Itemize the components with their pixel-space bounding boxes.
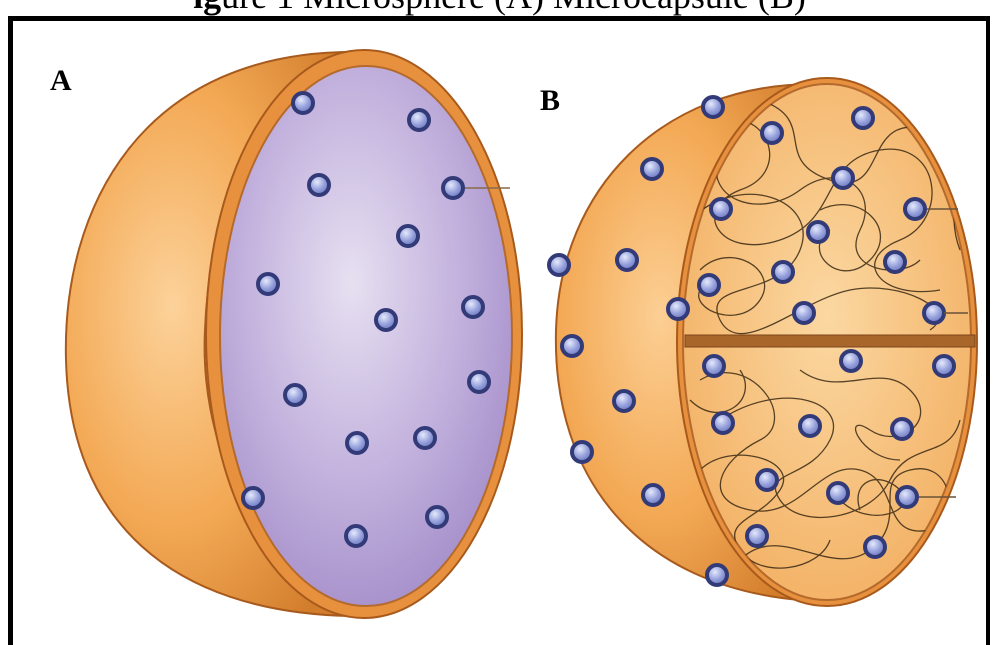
drug-particle (853, 108, 873, 128)
drug-particle (427, 507, 447, 527)
drug-particle (828, 483, 848, 503)
drug-particle (415, 428, 435, 448)
panel-label-b: B (540, 84, 560, 117)
drug-particle (757, 470, 777, 490)
drug-particle (773, 262, 793, 282)
drug-particle (549, 255, 569, 275)
drug-particle (934, 356, 954, 376)
drug-particle (643, 485, 663, 505)
drug-particle (892, 419, 912, 439)
drug-particle (562, 336, 582, 356)
drug-particle (293, 93, 313, 113)
drug-particle (841, 351, 861, 371)
microcapsule-b: B (540, 78, 977, 606)
drug-particle (865, 537, 885, 557)
drug-particle (800, 416, 820, 436)
drug-particle (463, 297, 483, 317)
drug-particle (707, 565, 727, 585)
drug-particle (794, 303, 814, 323)
drug-particle (443, 178, 463, 198)
drug-particle (897, 487, 917, 507)
drug-particle (614, 391, 634, 411)
drug-particle (713, 413, 733, 433)
drug-particle (572, 442, 592, 462)
drug-particle (905, 199, 925, 219)
drug-particle (258, 274, 278, 294)
drug-particle (704, 356, 724, 376)
drug-particle (376, 310, 396, 330)
drug-particle (711, 199, 731, 219)
drug-particle (833, 168, 853, 188)
drug-particle (808, 222, 828, 242)
drug-particle (347, 433, 367, 453)
drug-particle (699, 275, 719, 295)
microsphere-cut-face (220, 66, 512, 606)
divider-bar (685, 335, 975, 347)
panel-label-a: A (50, 64, 72, 97)
drug-particle (309, 175, 329, 195)
drug-particle (924, 303, 944, 323)
drug-particle (885, 252, 905, 272)
drug-particle (285, 385, 305, 405)
drug-particle (642, 159, 662, 179)
drug-particle (409, 110, 429, 130)
drug-particle (703, 97, 723, 117)
drug-particle (747, 526, 767, 546)
drug-particle (346, 526, 366, 546)
microsphere-a: A (50, 50, 522, 618)
drug-particle (398, 226, 418, 246)
drug-particle (668, 299, 688, 319)
drug-particle (762, 123, 782, 143)
drug-particle (617, 250, 637, 270)
drug-particle (243, 488, 263, 508)
drug-particle (469, 372, 489, 392)
